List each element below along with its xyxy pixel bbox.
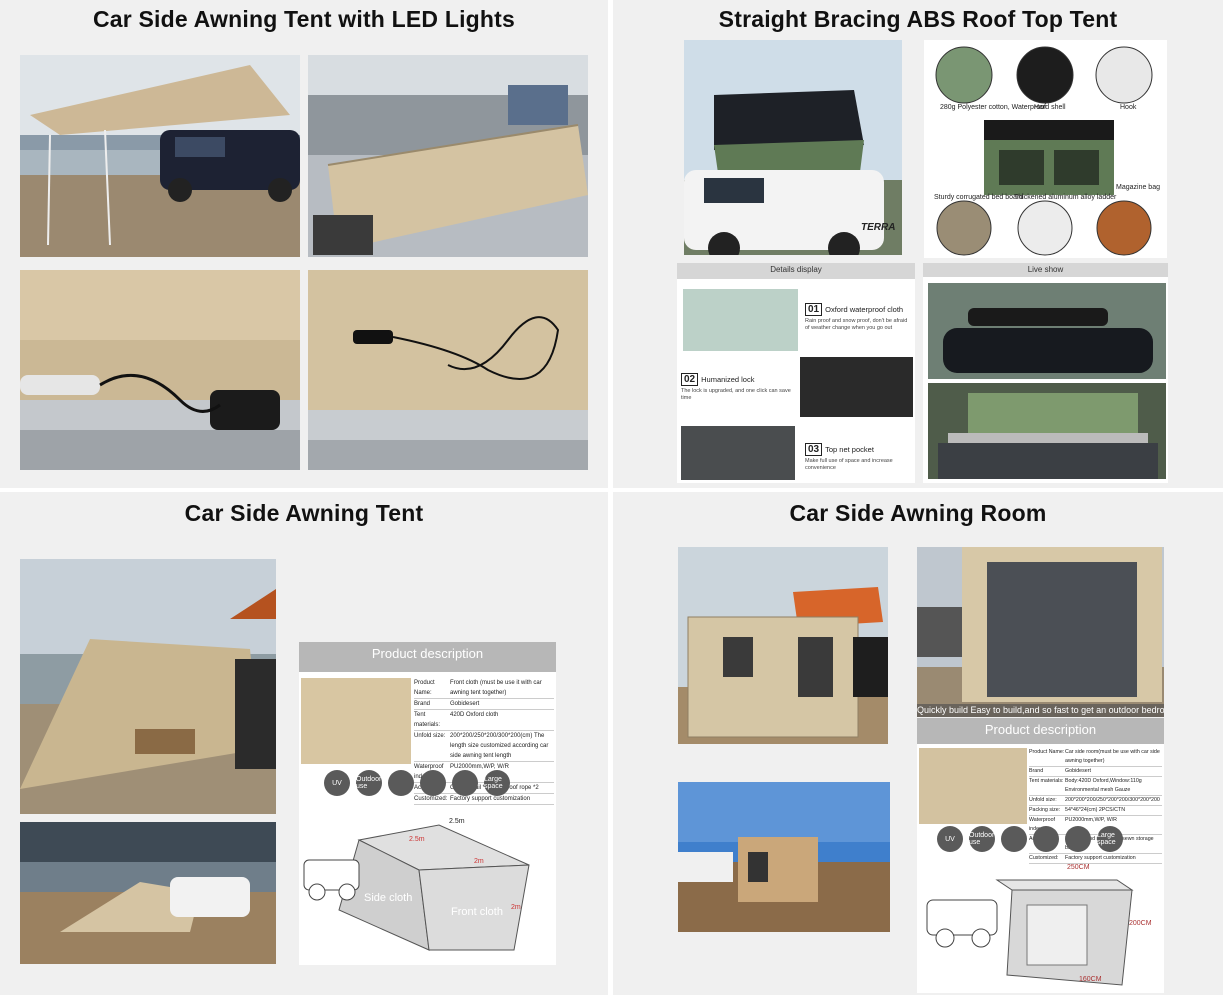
awning-dimension-diagram: 2.5m 2.5m 2m 2m Side cloth Front cloth [299, 810, 556, 960]
spec-row: Customized:Factory support customization [414, 794, 554, 805]
live-show-block: Live show [923, 263, 1168, 483]
label-hook: Hook [1120, 104, 1137, 111]
feature-title: Oxford waterproof cloth [825, 305, 904, 314]
feature-icon-row: UV Outdoor use Large space [937, 826, 1123, 852]
large-space-icon: Large space [484, 770, 510, 796]
panel-title: Car Side Awning Tent [184, 500, 424, 526]
awning-lake-photo [20, 559, 276, 814]
live-header: Live show [923, 263, 1168, 277]
dim-top: 2.5m [449, 818, 465, 825]
ventilation-icon [388, 770, 414, 796]
spec-row: Unfold size:200*200*200/250*200*200/300*… [1029, 796, 1162, 806]
product-description-header: Product description [299, 642, 556, 672]
dim-left: 2.5m [409, 836, 425, 843]
dim-depth: 160CM [1079, 976, 1102, 983]
quick-build-caption: Quickly build Easy to build,and so fast … [917, 704, 1164, 717]
umbrella-icon [1065, 826, 1091, 852]
feature-num: 02 [681, 373, 699, 386]
dim-width: 250CM [1067, 864, 1090, 871]
factory-awning-photo [308, 55, 588, 257]
label-bed-board: Sturdy corrugated bed board [934, 194, 1024, 201]
car-icon [1033, 826, 1059, 852]
awning-beach-photo [20, 55, 300, 257]
feature-desc: Make full use of space and increase conv… [805, 458, 893, 471]
spec-row: Packing size:54*46*24(cm) 2PCS/CTN [1029, 806, 1162, 816]
panel-side-awning-tent: Car Side Awning Tent Product description… [0, 492, 608, 995]
label-ladder: Thickened aluminum alloy ladder [1014, 194, 1117, 201]
awning-room-photo [678, 547, 888, 744]
room-dimension-diagram: 250CM 200CM 160CM [917, 860, 1164, 990]
feature-icon-row: UV Outdoor use Large space [324, 770, 510, 796]
live-photo-green-tent [928, 383, 1166, 479]
outdoor-use-icon: Outdoor use [356, 770, 382, 796]
spec-row: Tent materials:Body:420D Oxford,Window:1… [1029, 777, 1162, 796]
umbrella-icon [452, 770, 478, 796]
lock-photo [800, 357, 913, 417]
feature-num: 01 [805, 303, 823, 316]
uv-icon: UV [937, 826, 963, 852]
ventilation-icon [1001, 826, 1027, 852]
dim-mid: 2m [474, 858, 484, 865]
suv-roof-tent-photo [684, 40, 902, 255]
dim-height: 200CM [1129, 920, 1152, 927]
product-description-header: Product description [917, 718, 1164, 744]
spec-row: Tent materials:420D Oxford cloth [414, 710, 554, 731]
panel-roof-top-tent: Straight Bracing ABS Roof Top Tent TERRA… [613, 0, 1223, 488]
label-front-cloth: Front cloth [451, 906, 503, 918]
details-header: Details display [677, 263, 915, 279]
panel-title: Straight Bracing ABS Roof Top Tent [718, 6, 1118, 32]
awning-room-interior-photo: Quickly build Easy to build,and so fast … [917, 547, 1164, 717]
panel-title: Car Side Awning Room [789, 500, 1047, 526]
terra-badge: TERRA [861, 222, 896, 233]
panel-led-awning: Car Side Awning Tent with LED Lights [0, 0, 608, 488]
feature-desc: The lock is upgraded, and one click can … [681, 388, 791, 401]
outdoor-use-icon: Outdoor use [969, 826, 995, 852]
label-hard-shell: Hard shell [1034, 104, 1066, 111]
tent-parts-diagram: 280g Polyester cotton, Waterproof Hard s… [924, 40, 1167, 258]
large-space-icon: Large space [1097, 826, 1123, 852]
front-cloth-photo [301, 678, 411, 764]
dim-right: 2m [511, 904, 521, 911]
feature-title: Humanized lock [701, 375, 755, 384]
label-side-cloth: Side cloth [364, 892, 413, 904]
product-description-sheet: Product description Product Name:Front c… [299, 642, 556, 965]
panel-title: Car Side Awning Tent with LED Lights [92, 6, 516, 32]
label-polyester: 280g Polyester cotton, Waterproof [940, 104, 1046, 111]
label-magazine-bag: Magazine bag [1116, 184, 1160, 191]
net-pocket-photo [681, 426, 795, 480]
car-charger-cable-photo [308, 270, 588, 470]
room-product-description-sheet: Product description Product Name:Car sid… [917, 718, 1164, 993]
spec-row: Product Name:Car side room(must be use w… [1029, 748, 1162, 767]
feature-num: 03 [805, 443, 823, 456]
room-product-photo [919, 748, 1027, 824]
spec-row: Customized:Factory support customization [1029, 854, 1162, 864]
awning-room-field-photo [678, 782, 890, 932]
uv-icon: UV [324, 770, 350, 796]
spec-row: Unfold size:200*200/250*200/300*200(cm) … [414, 731, 554, 762]
awning-suv-beach-photo [20, 822, 276, 964]
oxford-cloth-photo [683, 289, 798, 351]
led-strip-photo [20, 270, 300, 470]
live-photo-black-tent [928, 283, 1166, 379]
feature-desc: Rain proof and snow proof, don't be afra… [805, 318, 908, 331]
spec-row: Product Name:Front cloth (must be use it… [414, 678, 554, 699]
panel-side-awning-room: Car Side Awning Room Q [613, 492, 1223, 995]
feature-title: Top net pocket [825, 445, 874, 454]
car-icon [420, 770, 446, 796]
